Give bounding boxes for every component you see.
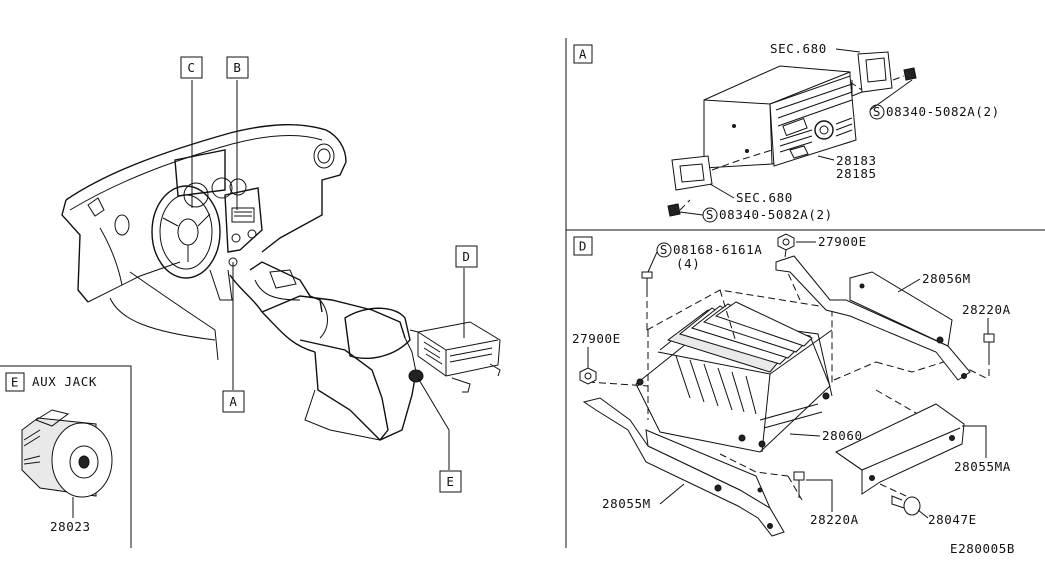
section-d-letter: D: [579, 239, 587, 254]
dashboard-illustration: [61, 124, 501, 441]
clip-28047e-label: 28047E: [928, 512, 977, 527]
callout-e-label: E: [446, 474, 454, 489]
bolt-right-part: [983, 333, 995, 378]
part-28183-label: 28183: [836, 153, 877, 168]
bracket-28056m-label: 28056M: [922, 271, 971, 286]
section-e-letter: E: [11, 375, 19, 390]
callout-b: B: [226, 56, 249, 79]
section-a: A: [573, 41, 1000, 223]
sec-680-top-label: SEC.680: [770, 41, 827, 56]
amp-28060-label: 28060: [822, 428, 863, 443]
bolt-spec-label: 08168-6161A: [673, 242, 762, 257]
section-e-frame: [0, 365, 132, 548]
callout-c: C: [180, 56, 203, 79]
bolt-right-label: 28220A: [962, 302, 1011, 317]
upper-bracket-part: [849, 51, 893, 97]
bracket-28055m-label: 28055M: [602, 496, 651, 511]
clip-28047e-part: [891, 495, 921, 516]
screw-top-label: 08340-5082A(2): [886, 104, 1000, 119]
upper-screw-part: [892, 67, 917, 81]
s-mark-bottom: S: [706, 207, 714, 222]
callout-d-label: D: [462, 249, 470, 264]
aux-jack-part: [21, 409, 113, 498]
bolt-qty-label: (4): [676, 256, 700, 271]
callout-a-label: A: [229, 394, 237, 409]
callout-b-label: B: [233, 60, 241, 75]
section-e-title: AUX JACK: [32, 374, 97, 389]
part-28185-label: 28185: [836, 166, 877, 181]
section-a-letter: A: [579, 47, 587, 62]
nut-top-label: 27900E: [818, 234, 867, 249]
s-mark-top: S: [873, 104, 881, 119]
callout-e: E: [439, 470, 462, 493]
callout-a: A: [222, 390, 245, 413]
callout-c-label: C: [187, 60, 195, 75]
sec-680-bottom-label: SEC.680: [736, 190, 793, 205]
s-mark-d: S: [660, 242, 668, 257]
bracket-28055ma-label: 28055MA: [954, 459, 1011, 474]
part-28023-label: 28023: [50, 519, 91, 534]
lower-bracket-part: [671, 149, 773, 191]
bracket-28055m-part: [582, 397, 785, 537]
top-bolt-part: [641, 271, 653, 330]
amplifier-part: [635, 301, 833, 453]
screw-bottom-label: 08340-5082A(2): [719, 207, 833, 222]
bolt-lower-label: 28220A: [810, 512, 859, 527]
bolt-lower-part: [793, 471, 805, 498]
section-e: E AUX JACK 28023: [5, 372, 113, 534]
diagram-id: E280005B: [950, 541, 1015, 556]
nut-left-part: [579, 367, 597, 385]
audio-unit-part: [703, 65, 857, 169]
main-callout-lines: [191, 80, 465, 470]
bracket-28056m-part: [775, 255, 971, 381]
callout-d: D: [455, 245, 478, 268]
bracket-28055ma-part: [835, 403, 965, 495]
nut-left-label: 27900E: [572, 331, 621, 346]
section-d: D: [572, 233, 1011, 537]
lower-screw-part: [667, 199, 691, 217]
